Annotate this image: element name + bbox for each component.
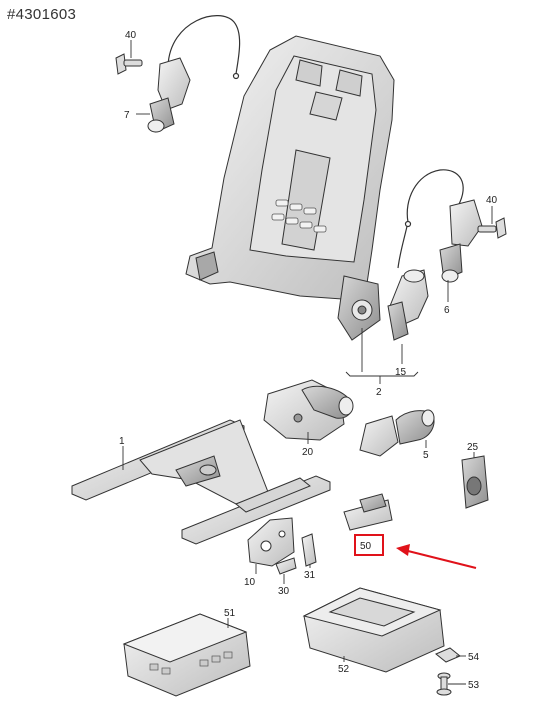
seat-rail-frame-1 <box>71 419 331 545</box>
callout-50: 50 <box>360 541 372 552</box>
bolt-40-left <box>115 53 143 75</box>
screw-53 <box>436 672 452 696</box>
bolt-40-right <box>477 217 507 239</box>
callout-40-right: 40 <box>486 195 498 206</box>
callout-1: 1 <box>119 436 125 447</box>
callout-54: 54 <box>468 652 480 663</box>
callout-31: 31 <box>304 570 316 581</box>
document-number: #4301603 <box>7 6 77 23</box>
callout-10: 10 <box>244 577 256 588</box>
part-10 <box>247 517 295 567</box>
callout-52: 52 <box>338 664 350 675</box>
callout-7: 7 <box>124 110 130 121</box>
callout-6: 6 <box>444 305 450 316</box>
callout-51: 51 <box>224 608 236 619</box>
part-31 <box>301 533 317 567</box>
cable-7 <box>167 15 241 80</box>
part-50 <box>343 493 393 531</box>
callout-40-left: 40 <box>125 30 137 41</box>
leader-lines <box>122 40 493 685</box>
highlight-box <box>354 534 384 556</box>
cable-6 <box>397 169 464 269</box>
motor-bracket-20 <box>263 379 354 441</box>
motor-5 <box>359 409 435 457</box>
callout-15: 15 <box>395 367 407 378</box>
callout-5: 5 <box>423 450 429 461</box>
motor-15 <box>387 269 429 341</box>
highlight-arrow-line <box>403 549 477 569</box>
highlight-indicator <box>354 534 477 569</box>
motor-7 <box>147 57 191 133</box>
tray-52 <box>302 587 445 673</box>
callout-25: 25 <box>467 442 479 453</box>
callout-30: 30 <box>278 586 290 597</box>
control-unit-51 <box>122 613 251 697</box>
switch-25 <box>461 455 489 509</box>
highlight-arrow-head <box>396 544 410 556</box>
clip-54 <box>435 647 461 663</box>
callout-2: 2 <box>376 387 382 398</box>
callout-labels: 40 7 40 6 15 2 20 5 1 25 50 10 30 31 51 … <box>119 30 498 691</box>
seat-back-frame <box>185 35 395 341</box>
part-30 <box>275 557 297 575</box>
callout-20: 20 <box>302 447 314 458</box>
callout-53: 53 <box>468 680 480 691</box>
motor-6 <box>439 199 483 283</box>
